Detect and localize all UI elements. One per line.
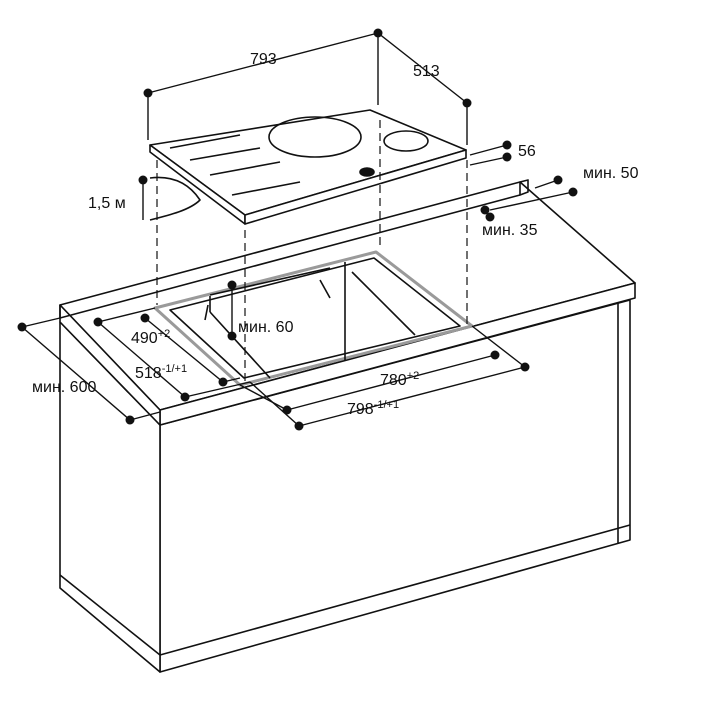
label-hob-width: 793 xyxy=(250,51,277,68)
control-knob xyxy=(359,167,375,177)
label-min-depth: мин. 60 xyxy=(238,319,294,336)
label-frame-depth: 518-1/+1 xyxy=(135,363,188,382)
label-back-clearance: мин. 50 xyxy=(583,165,639,182)
large-cooking-zone xyxy=(268,116,362,158)
dimension-lines xyxy=(21,32,574,427)
small-cooking-zone xyxy=(383,130,429,152)
value: 490 xyxy=(131,330,158,347)
label-front-clearance: мин. 35 xyxy=(482,222,538,239)
label-cutout-width: 780+2 xyxy=(380,370,420,389)
value: 780 xyxy=(380,372,407,389)
label-cutout-depth: 490+2 xyxy=(131,328,171,347)
projection-lines xyxy=(156,120,468,382)
cutout-frame xyxy=(153,250,474,387)
label-cable-length: 1,5 м xyxy=(88,195,126,212)
power-cable xyxy=(149,176,201,221)
tolerance: -1/+1 xyxy=(161,363,188,375)
hob xyxy=(149,109,467,225)
dimension-dots xyxy=(17,28,578,431)
label-worktop-depth: мин. 600 xyxy=(32,379,97,396)
cabinet xyxy=(59,299,631,673)
value: 518 xyxy=(135,365,162,382)
tolerance: +2 xyxy=(157,328,171,340)
label-hob-depth: 513 xyxy=(413,63,440,80)
value: 798 xyxy=(347,401,374,418)
label-frame-width: 798-1/+1 xyxy=(347,399,400,418)
label-hob-height: 56 xyxy=(518,143,536,160)
tolerance: -1/+1 xyxy=(373,399,400,411)
tolerance: +2 xyxy=(406,370,420,382)
